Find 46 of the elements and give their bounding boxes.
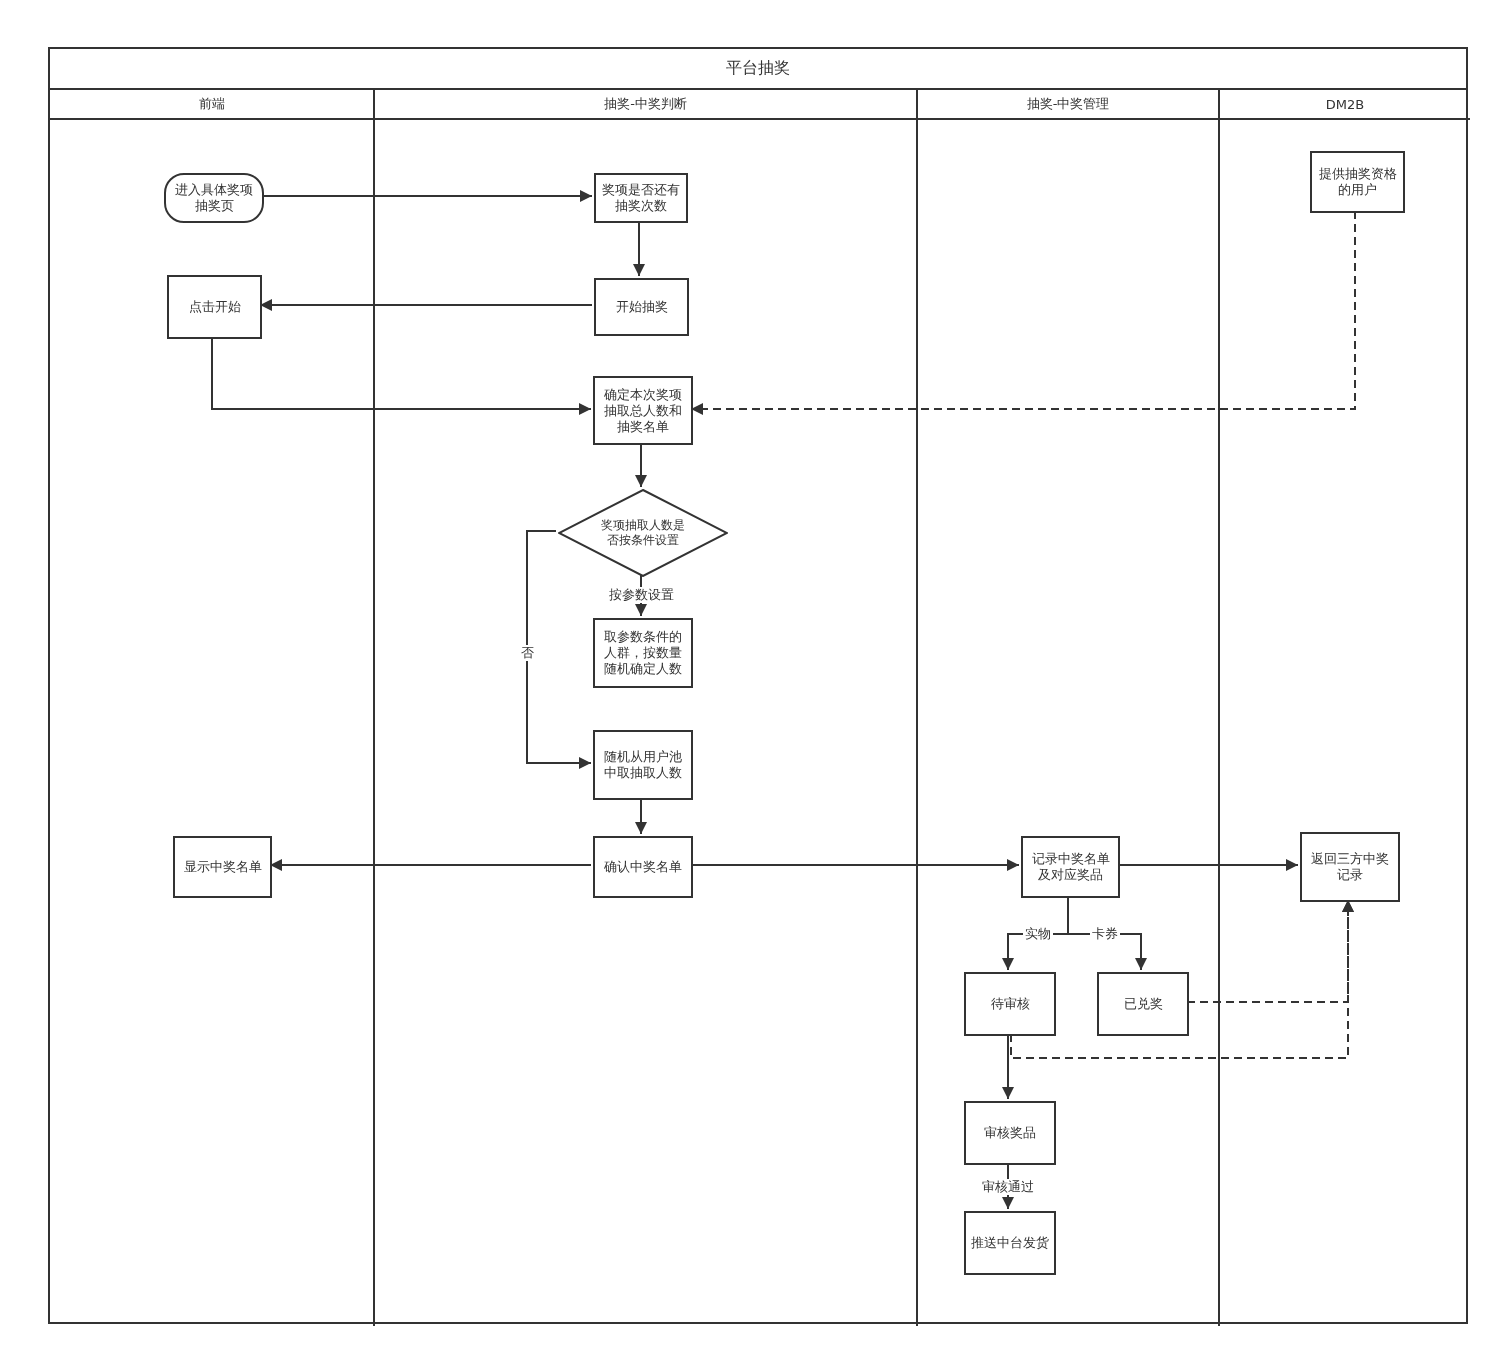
lane-header: 抽奖-中奖判断 [375, 90, 916, 120]
lane-header: DM2B [1220, 90, 1470, 120]
process-box: 推送中台发货 [964, 1211, 1056, 1275]
arrow [690, 210, 1356, 415]
edge-label: 审核通过 [980, 1179, 1036, 1195]
decision-diamond: 奖项抽取人数是否按条件设置 [558, 489, 728, 577]
process-box: 取参数条件的人群，按数量随机确定人数 [593, 618, 693, 688]
arrow [269, 859, 592, 871]
swimlane [375, 90, 918, 1326]
process-box: 返回三方中奖记录 [1300, 832, 1400, 902]
arrow [261, 190, 593, 202]
process-box: 显示中奖名单 [173, 836, 272, 898]
lane-header: 抽奖-中奖管理 [918, 90, 1218, 120]
arrow [1117, 859, 1299, 871]
process-box: 提供抽奖资格的用户 [1310, 151, 1405, 213]
swimlane-pool [48, 47, 1468, 1324]
swimlane [50, 90, 375, 1326]
process-box: 随机从用户池中取抽取人数 [593, 730, 693, 800]
edge-label: 卡券 [1090, 926, 1120, 942]
process-box: 开始抽奖 [594, 278, 689, 336]
arrow [526, 530, 592, 769]
process-box: 已兑奖 [1097, 972, 1189, 1036]
lane-header: 前端 [50, 90, 373, 120]
start-terminal: 进入具体奖项抽奖页 [164, 173, 264, 223]
process-box: 确认中奖名单 [593, 836, 693, 898]
arrow [1010, 899, 1354, 1059]
edge-label: 按参数设置 [606, 587, 676, 603]
arrow [1002, 1033, 1014, 1100]
edge-label: 否 [518, 645, 536, 661]
arrow [635, 574, 647, 617]
swimlane [918, 90, 1220, 1326]
process-box: 奖项是否还有抽奖次数 [594, 173, 688, 223]
edge-label: 实物 [1023, 926, 1053, 942]
pool-title: 平台抽奖 [50, 49, 1466, 90]
arrow [1002, 1162, 1014, 1210]
arrow [259, 299, 593, 311]
process-box: 记录中奖名单及对应奖品 [1021, 836, 1120, 898]
arrow [690, 859, 1020, 871]
process-box: 点击开始 [167, 275, 262, 339]
process-box: 待审核 [964, 972, 1056, 1036]
arrow [635, 442, 647, 488]
process-box: 审核奖品 [964, 1101, 1056, 1165]
arrow [211, 336, 592, 415]
arrow [633, 220, 645, 277]
process-box: 确定本次奖项抽取总人数和抽奖名单 [593, 376, 693, 445]
arrow [635, 797, 647, 835]
